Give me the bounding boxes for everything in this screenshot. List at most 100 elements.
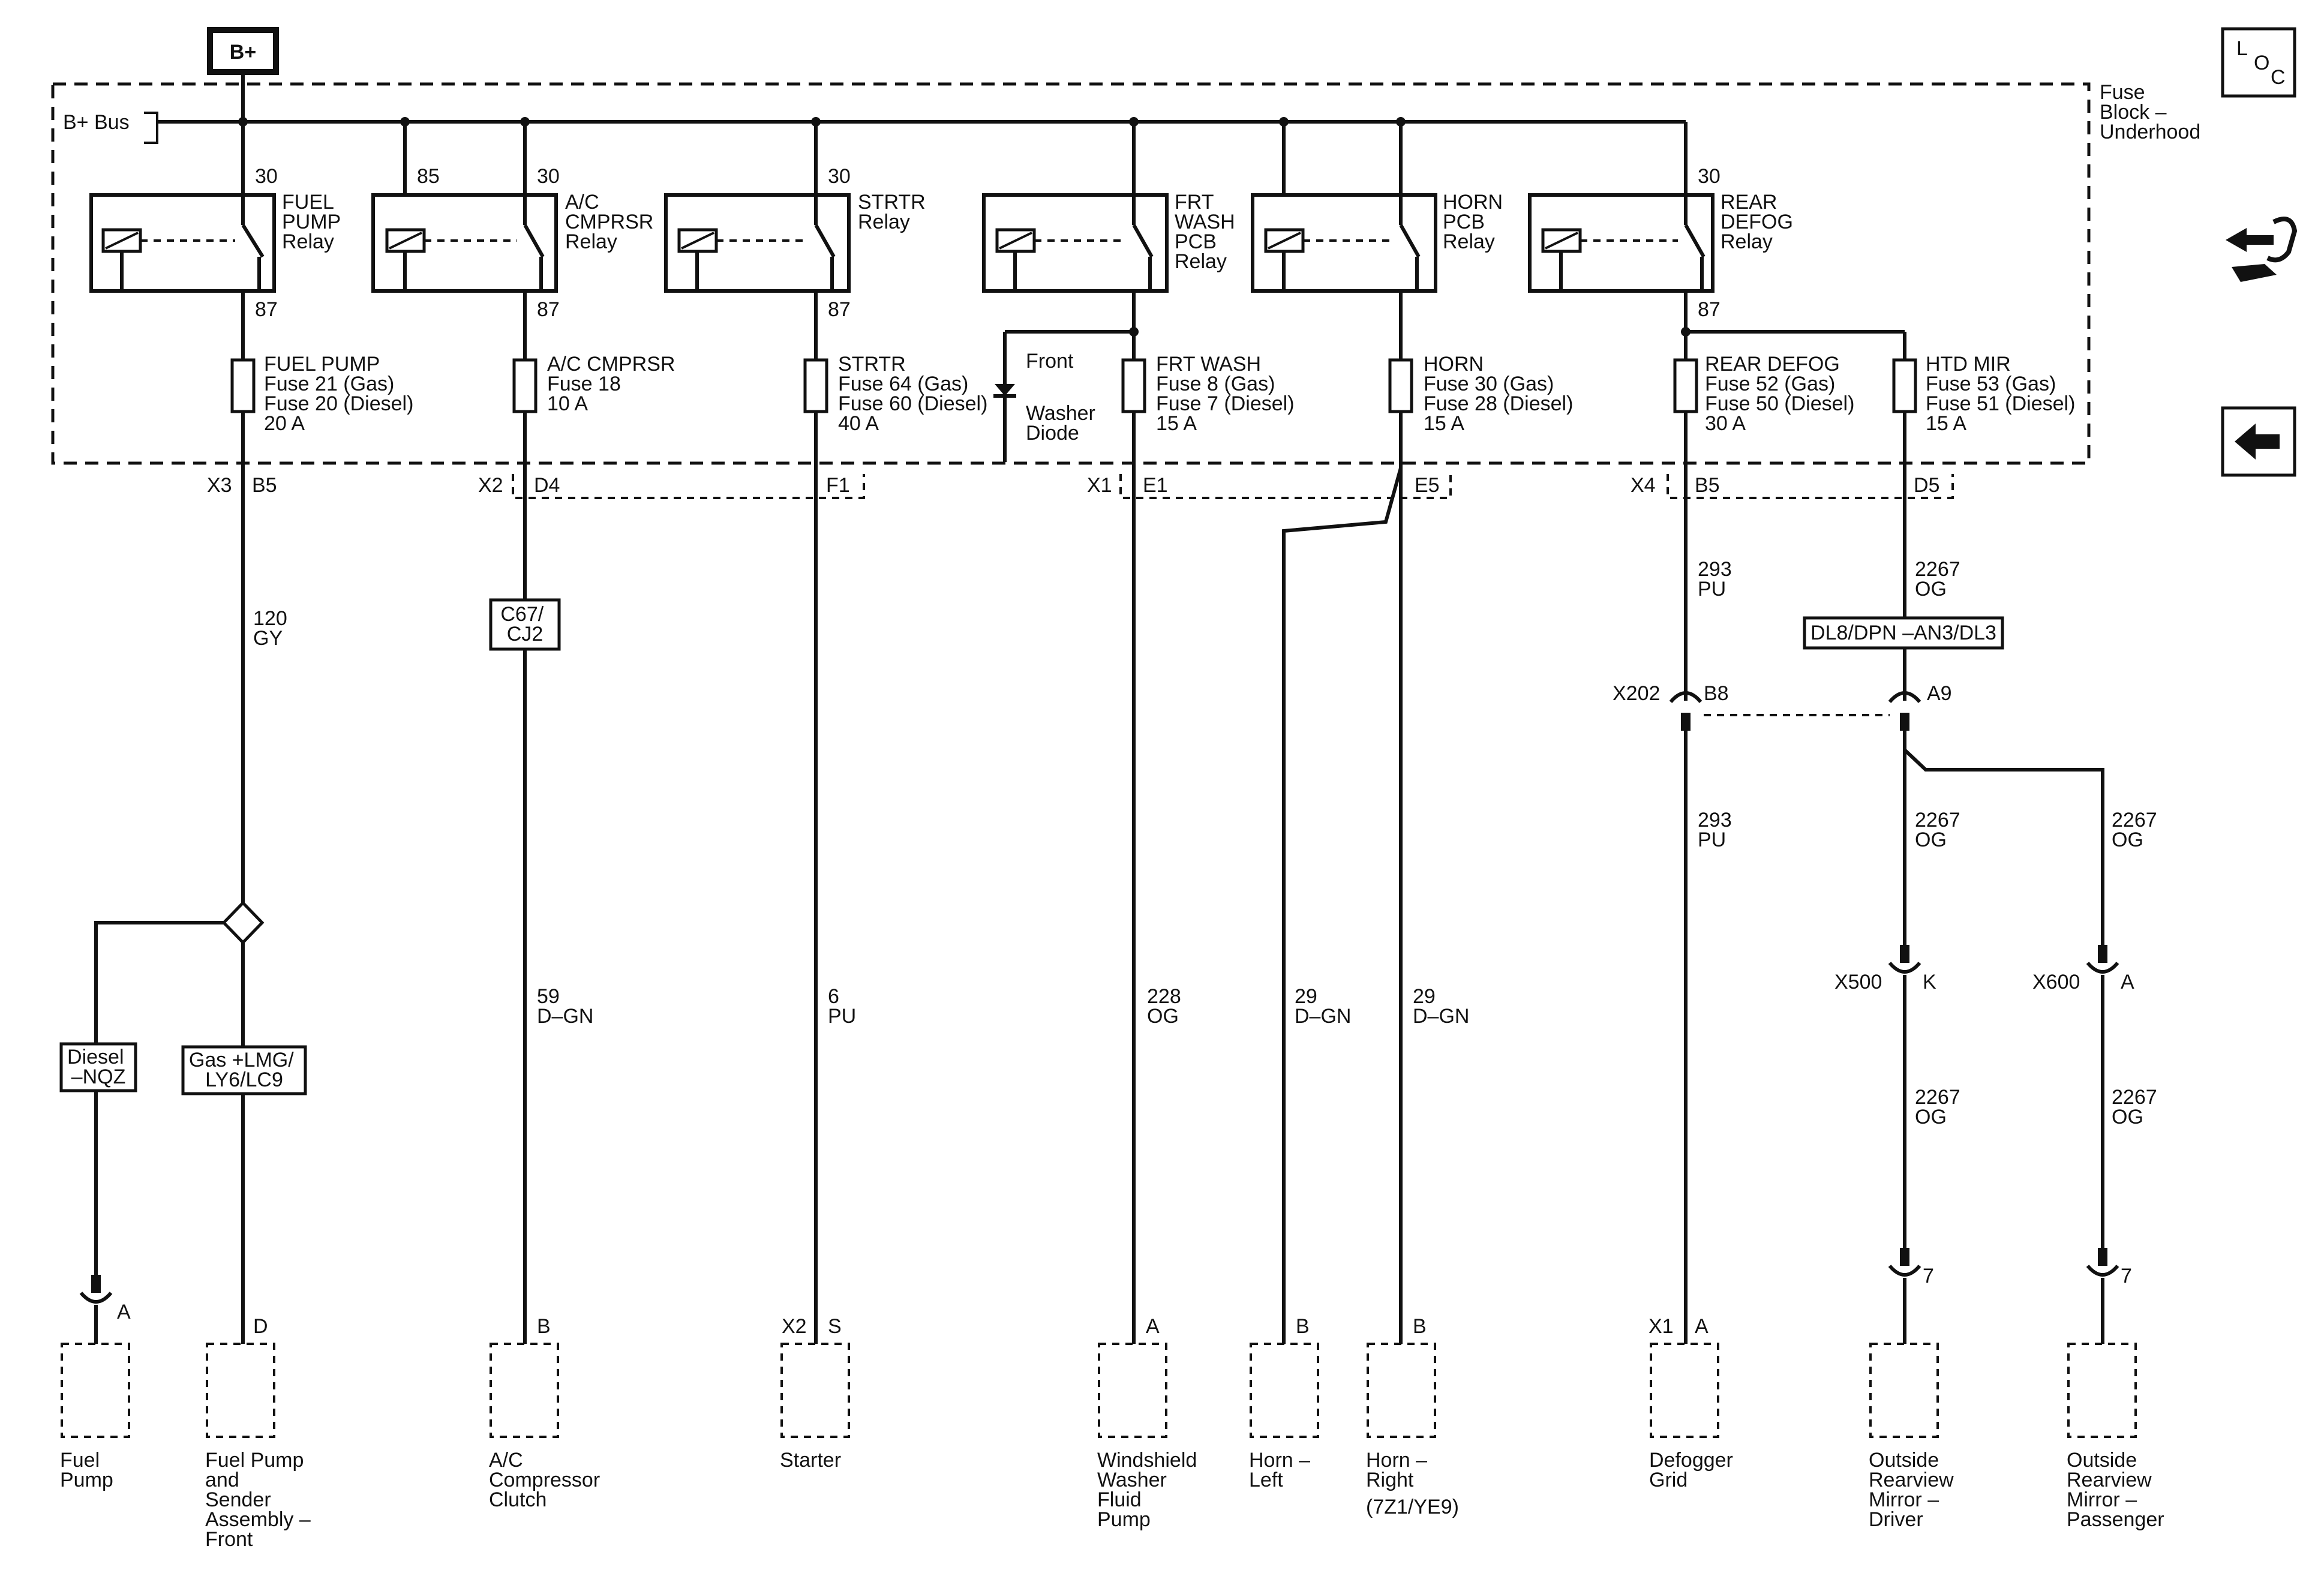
- load-horn-left-label: Horn – Left: [1249, 1449, 1316, 1491]
- load-defogger-label: Defogger Grid: [1649, 1449, 1739, 1491]
- load-fuel-pump-pin: A: [117, 1301, 131, 1323]
- conn-x2-f1: F1: [826, 474, 850, 497]
- relay-frt-wash: [982, 193, 1169, 293]
- conn-x600: X600: [2032, 971, 2080, 993]
- fuse-block-boundary: [51, 82, 2091, 465]
- wire-2267b-color: OG: [1915, 828, 1947, 851]
- fuse-strtr-label: STRTR Fuse 64 (Gas) Fuse 60 (Diesel) 40 …: [838, 353, 993, 435]
- wire-120-color: GY: [253, 627, 283, 650]
- wire-59-color: D–GN: [537, 1005, 593, 1028]
- back-arrow-icon[interactable]: [2221, 406, 2296, 477]
- load-washer-label: Windshield Washer Fluid Pump: [1097, 1449, 1203, 1531]
- wire-293b-color: PU: [1698, 828, 1726, 851]
- load-horn-left-pin: B: [1296, 1315, 1310, 1338]
- load-ac-clutch-label: A/C Compressor Clutch: [489, 1449, 606, 1511]
- option-c67-label: C67/ CJ2: [500, 603, 549, 646]
- option-diesel: [59, 1042, 137, 1092]
- splice-diamond: [221, 900, 265, 945]
- fuse-ac-cmprsr-label: A/C CMPRSR Fuse 18 10 A: [547, 353, 681, 415]
- defog-relay-pin87: 87: [1698, 298, 1721, 321]
- load-mirror-driver-label: Outside Rearview Mirror – Driver: [1869, 1449, 1959, 1531]
- wire-120-circuit: 120: [253, 607, 287, 630]
- relay-rear-defog-label: REAR DEFOG Relay: [1721, 191, 1798, 253]
- wire-29-right-color: D–GN: [1413, 1005, 1469, 1028]
- load-starter-conn: X2: [782, 1315, 807, 1338]
- conn-x3: X3: [207, 474, 232, 497]
- strtr-relay-pin30: 30: [828, 165, 851, 188]
- load-defogger-pin: A: [1695, 1315, 1709, 1338]
- strtr-relay-pin87: 87: [828, 298, 851, 321]
- relay-fuel-pump: [89, 193, 276, 293]
- load-defogger-conn: X1: [1649, 1315, 1674, 1338]
- wire-6-circuit: 6: [828, 985, 839, 1008]
- conn-x1-e5: E5: [1415, 474, 1440, 497]
- defog-relay-pin30: 30: [1698, 165, 1721, 188]
- load-washer-pin: A: [1146, 1315, 1160, 1338]
- front-washer-diode: [993, 332, 1016, 462]
- fuse-htd-mir-label: HTD MIR Fuse 53 (Gas) Fuse 51 (Diesel) 1…: [1926, 353, 2081, 435]
- ac-relay-pin85: 85: [417, 165, 440, 188]
- fuel-relay-pin30: 30: [255, 165, 278, 188]
- conn-x1-e1: E1: [1143, 474, 1168, 497]
- wire-228-color: OG: [1147, 1005, 1179, 1028]
- relay-strtr: [664, 193, 851, 293]
- conn-x500: X500: [1834, 971, 1882, 993]
- svg-text:L: L: [2236, 37, 2248, 60]
- relay-frt-wash-label: FRT WASH PCB Relay: [1175, 191, 1241, 273]
- wire-2267e-color: OG: [2112, 1106, 2143, 1128]
- conn-x2: X2: [478, 474, 503, 497]
- option-dl8-label: DL8/DPN –AN3/DL3: [1810, 622, 1996, 644]
- b-plus-label: B+: [230, 41, 256, 64]
- load-starter-label: Starter: [780, 1449, 841, 1472]
- fuse-fuel-pump-label: FUEL PUMP Fuse 21 (Gas) Fuse 20 (Diesel)…: [264, 353, 419, 435]
- conn-x2-d4: D4: [534, 474, 560, 497]
- load-mirror-pass-label: Outside Rearview Mirror – Passenger: [2067, 1449, 2164, 1531]
- conn-x202-b8: B8: [1704, 682, 1729, 705]
- b-plus-bus-label: B+ Bus: [63, 111, 130, 134]
- relay-strtr-label: STRTR Relay: [858, 191, 931, 233]
- conn-x3-b5: B5: [252, 474, 277, 497]
- wire-2267c-circuit: 2267: [2112, 809, 2157, 831]
- wire-2267e-circuit: 2267: [2112, 1086, 2157, 1109]
- conn-x4-b5: B5: [1695, 474, 1720, 497]
- conn-x500-k: K: [1923, 971, 1936, 993]
- fuse-block-label: Fuse Block – Underhood: [2100, 81, 2200, 143]
- wire-29-left-color: D–GN: [1295, 1005, 1351, 1028]
- wire-228-circuit: 228: [1147, 985, 1181, 1008]
- relay-rear-defog: [1528, 193, 1715, 293]
- ac-relay-pin87: 87: [537, 298, 560, 321]
- conn-x1: X1: [1087, 474, 1112, 497]
- load-horn-right-pin: B: [1413, 1315, 1427, 1338]
- fuel-relay-pin87: 87: [255, 298, 278, 321]
- loc-icon[interactable]: L O C: [2221, 27, 2296, 98]
- wire-293-color: PU: [1698, 578, 1726, 601]
- conn-x4-d5: D5: [1914, 474, 1939, 497]
- load-fuel-sender-label: Fuel Pump and Sender Assembly – Front: [205, 1449, 316, 1551]
- fuse-horn-label: HORN Fuse 30 (Gas) Fuse 28 (Diesel) 15 A: [1424, 353, 1579, 435]
- load-fuel-sender-pin: D: [253, 1315, 268, 1338]
- relay-ac-cmprsr-label: A/C CMPRSR Relay: [565, 191, 659, 253]
- relay-horn-label: HORN PCB Relay: [1443, 191, 1509, 253]
- load-horn-right-label: Horn – Right (7Z1/YE9): [1366, 1449, 1459, 1518]
- wire-293b-circuit: 293: [1698, 809, 1732, 831]
- load-boxes: [61, 1343, 2137, 1438]
- option-gas: [181, 1045, 307, 1095]
- svg-text:C: C: [2271, 66, 2286, 89]
- harness-connector-icon[interactable]: [2226, 217, 2298, 282]
- conn-x202: X202: [1613, 682, 1660, 705]
- front-washer-diode-label: Front Washer Diode: [1026, 350, 1101, 445]
- conn-x4: X4: [1631, 474, 1656, 497]
- wire-2267-color: OG: [1915, 578, 1947, 601]
- option-gas-label: Gas +LMG/ LY6/LC9: [189, 1049, 299, 1091]
- fuse-rear-defog-label: REAR DEFOG Fuse 52 (Gas) Fuse 50 (Diesel…: [1705, 353, 1860, 435]
- wire-59-circuit: 59: [537, 985, 560, 1008]
- wire-293-circuit: 293: [1698, 558, 1732, 581]
- conn-x600-a: A: [2121, 971, 2134, 993]
- load-mirror-driver-pin: 7: [1923, 1265, 1934, 1287]
- fuse-frt-wash-label: FRT WASH Fuse 8 (Gas) Fuse 7 (Diesel) 15…: [1156, 353, 1300, 435]
- wire-2267b-circuit: 2267: [1915, 809, 1960, 831]
- wire-29-right-circuit: 29: [1413, 985, 1436, 1008]
- load-fuel-pump-label: Fuel Pump: [60, 1449, 113, 1491]
- load-starter-pin: S: [828, 1315, 842, 1338]
